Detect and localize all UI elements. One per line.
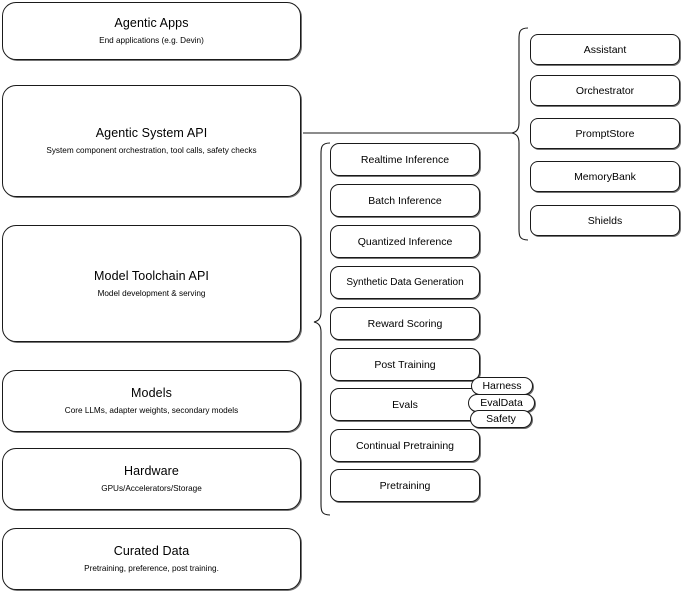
toolchain-item-label: Synthetic Data Generation <box>346 277 464 288</box>
agentic-item-label: PromptStore <box>575 127 635 140</box>
layer-subtitle: Pretraining, preference, post training. <box>84 564 219 573</box>
agentic-item-memorybank[interactable]: MemoryBank <box>530 161 680 192</box>
eval-badge-label: Harness <box>482 380 522 392</box>
layer-title: Model Toolchain API <box>94 268 209 283</box>
layer-box-hardware[interactable]: Hardware GPUs/Accelerators/Storage <box>2 448 301 510</box>
eval-badge-harness[interactable]: Harness <box>471 377 533 395</box>
toolchain-item-label: Evals <box>392 398 418 411</box>
toolchain-item-label: Quantized Inference <box>357 235 453 248</box>
toolchain-item-synthetic-data-generation[interactable]: Synthetic Data Generation <box>330 266 480 299</box>
toolchain-item-label: Batch Inference <box>368 194 442 207</box>
layer-subtitle: Core LLMs, adapter weights, secondary mo… <box>64 406 239 415</box>
toolchain-item-label: Post Training <box>374 358 436 371</box>
brace-model-toolchain <box>313 142 331 516</box>
eval-badge-label: Safety <box>486 413 516 425</box>
agentic-item-label: Orchestrator <box>575 84 635 97</box>
toolchain-item-continual-pretraining[interactable]: Continual Pretraining <box>330 429 480 462</box>
agentic-item-label: Shields <box>587 214 623 227</box>
layer-title: Hardware <box>124 464 179 478</box>
toolchain-item-label: Realtime Inference <box>360 153 450 166</box>
toolchain-item-reward-scoring[interactable]: Reward Scoring <box>330 307 480 340</box>
agentic-item-shields[interactable]: Shields <box>530 205 680 236</box>
toolchain-item-pretraining[interactable]: Pretraining <box>330 469 480 502</box>
toolchain-item-post-training[interactable]: Post Training <box>330 348 480 381</box>
layer-box-curated-data[interactable]: Curated Data Pretraining, preference, po… <box>2 528 301 590</box>
layer-box-model-toolchain-api[interactable]: Model Toolchain API Model development & … <box>2 225 301 342</box>
agentic-item-promptstore[interactable]: PromptStore <box>530 118 680 149</box>
toolchain-item-label: Reward Scoring <box>367 317 443 330</box>
layer-title: Curated Data <box>113 544 190 558</box>
agentic-item-label: Assistant <box>583 43 627 56</box>
toolchain-item-realtime-inference[interactable]: Realtime Inference <box>330 143 480 176</box>
agentic-item-orchestrator[interactable]: Orchestrator <box>530 75 680 106</box>
layer-title: Models <box>131 386 172 400</box>
toolchain-item-label: Pretraining <box>379 479 431 492</box>
eval-badge-label: EvalData <box>480 397 523 409</box>
brace-agentic-components <box>511 27 529 241</box>
layer-subtitle: End applications (e.g. Devin) <box>99 36 204 45</box>
toolchain-item-evals[interactable]: Evals <box>330 388 480 421</box>
toolchain-item-label: Continual Pretraining <box>355 439 455 452</box>
toolchain-item-quantized-inference[interactable]: Quantized Inference <box>330 225 480 258</box>
layer-box-agentic-apps[interactable]: Agentic Apps End applications (e.g. Devi… <box>2 2 301 60</box>
layer-box-agentic-system-api[interactable]: Agentic System API System component orch… <box>2 85 301 197</box>
layer-subtitle: System component orchestration, tool cal… <box>46 146 257 155</box>
layer-title: Agentic System API <box>95 126 208 140</box>
toolchain-item-batch-inference[interactable]: Batch Inference <box>330 184 480 217</box>
agentic-item-label: MemoryBank <box>574 170 636 183</box>
layer-subtitle: Model development & serving <box>97 288 206 298</box>
agentic-item-assistant[interactable]: Assistant <box>530 34 680 65</box>
layer-subtitle: GPUs/Accelerators/Storage <box>101 484 202 493</box>
eval-badge-safety[interactable]: Safety <box>470 410 532 428</box>
layer-title: Agentic Apps <box>114 16 189 30</box>
layer-box-models[interactable]: Models Core LLMs, adapter weights, secon… <box>2 370 301 432</box>
